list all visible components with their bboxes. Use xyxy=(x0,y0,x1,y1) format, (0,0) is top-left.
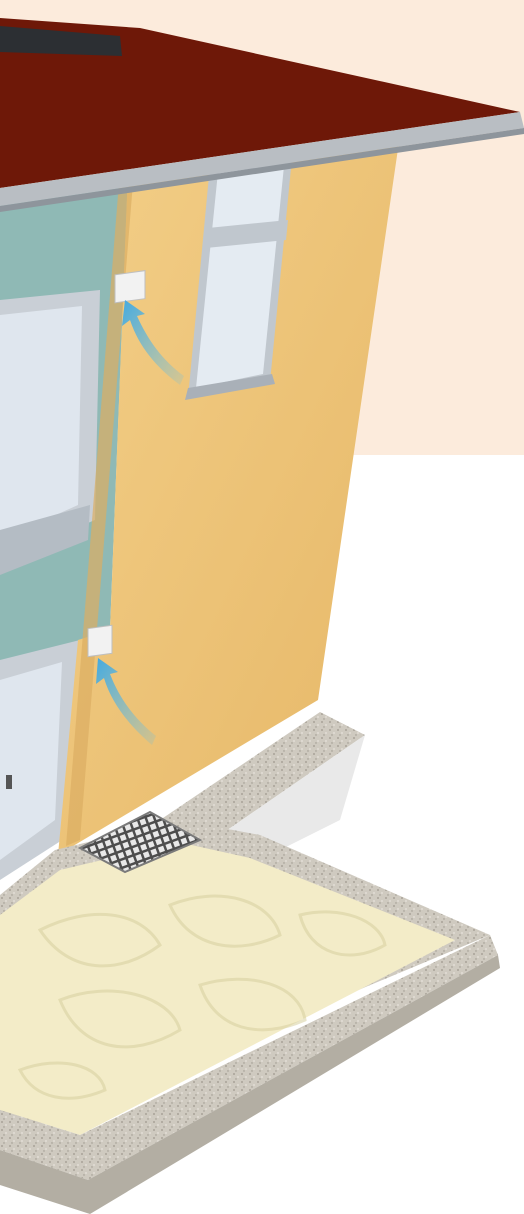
wall-vent-icon xyxy=(115,271,145,303)
wall-vent-icon xyxy=(88,625,112,656)
